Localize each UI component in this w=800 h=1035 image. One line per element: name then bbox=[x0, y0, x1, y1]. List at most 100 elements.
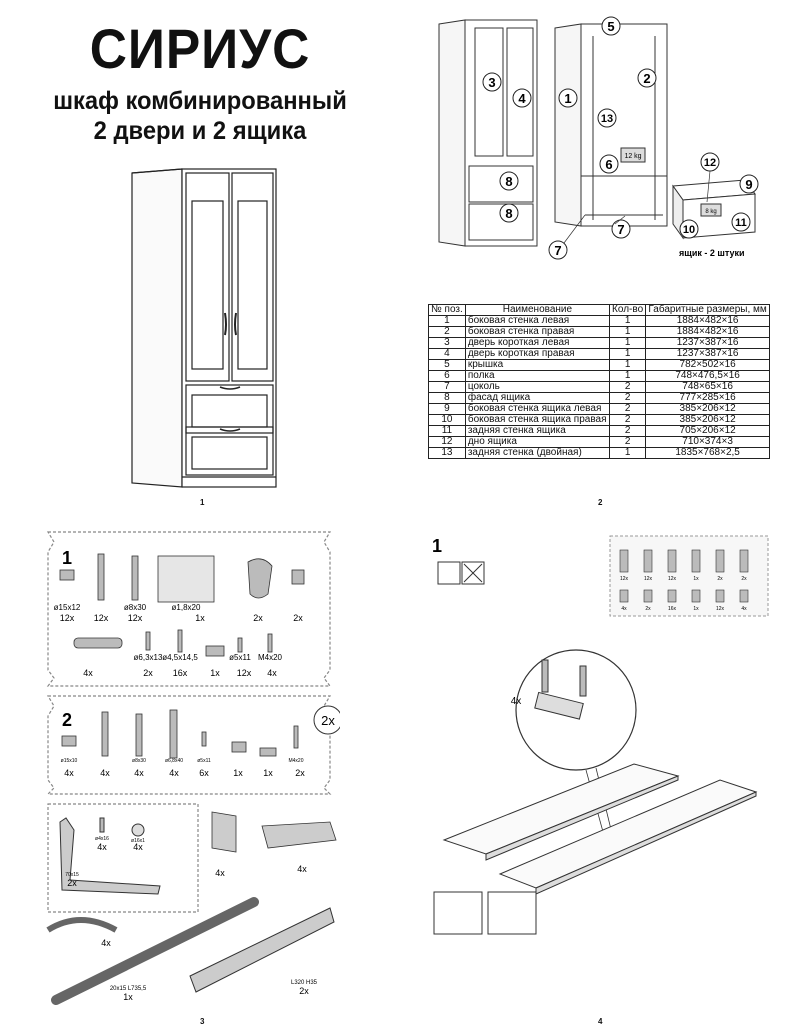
detail-panel-edge bbox=[433, 891, 483, 935]
mini-qty-label: 16x bbox=[668, 606, 677, 612]
svg-text:4x: 4x bbox=[64, 768, 74, 778]
callout-6: 6 bbox=[599, 154, 619, 174]
svg-text:4x: 4x bbox=[97, 842, 107, 852]
cell-name: боковая стенка левая bbox=[464, 315, 611, 327]
svg-text:2x: 2x bbox=[253, 613, 263, 623]
cell-position: 7 bbox=[428, 381, 466, 393]
svg-text:ø1,8х20: ø1,8х20 bbox=[172, 603, 201, 612]
svg-text:2x: 2x bbox=[143, 668, 153, 678]
callout-8-top: 8 bbox=[499, 171, 519, 191]
cell-qty: 2 bbox=[608, 414, 647, 426]
page-number: 3 bbox=[200, 1017, 205, 1026]
screw-icon bbox=[541, 659, 549, 693]
page-number: 1 bbox=[200, 498, 205, 507]
cell-dimensions: 777×285×16 bbox=[645, 392, 770, 404]
svg-text:L320 H35: L320 H35 bbox=[291, 980, 318, 986]
cell-qty: 1 bbox=[608, 315, 647, 327]
shelf-support-icon bbox=[247, 558, 273, 599]
cell-name: боковая стенка ящика правая bbox=[464, 414, 611, 426]
svg-text:16x: 16x bbox=[173, 668, 188, 678]
dowel-icon bbox=[131, 555, 139, 601]
callout-4: 4 bbox=[512, 88, 532, 108]
col-header-dimensions: Габаритные размеры, мм bbox=[645, 304, 770, 316]
drawer-caption: ящик - 2 штуки bbox=[679, 248, 745, 258]
svg-text:1x: 1x bbox=[233, 768, 243, 778]
cell-name: крышка bbox=[464, 359, 611, 371]
svg-text:4x: 4x bbox=[297, 864, 307, 874]
cell-name: полка bbox=[464, 370, 611, 382]
svg-text:11: 11 bbox=[735, 217, 747, 229]
cell-qty: 2 bbox=[608, 381, 647, 393]
svg-text:13: 13 bbox=[601, 113, 613, 125]
cell-name: боковая стенка правая bbox=[464, 326, 611, 338]
mini-qty-label: 12x bbox=[620, 576, 629, 582]
svg-text:1x: 1x bbox=[263, 768, 273, 778]
cell-name: дверь короткая левая bbox=[464, 337, 611, 349]
svg-text:ø4,5х14,5: ø4,5х14,5 bbox=[162, 653, 198, 662]
cell-position: 6 bbox=[428, 370, 466, 382]
svg-text:3: 3 bbox=[488, 75, 495, 90]
cell-dimensions: 1884×482×16 bbox=[645, 326, 770, 338]
cell-qty: 2 bbox=[608, 392, 647, 404]
svg-text:8: 8 bbox=[505, 174, 512, 189]
cell-qty: 1 bbox=[608, 370, 647, 382]
callout-5: 5 bbox=[601, 16, 621, 36]
page-number: 2 bbox=[598, 498, 603, 507]
drawer-rail-icon bbox=[189, 907, 335, 993]
svg-text:2x: 2x bbox=[293, 613, 303, 623]
mini-hardware-icon bbox=[643, 589, 653, 603]
svg-text:1x: 1x bbox=[195, 613, 205, 623]
svg-text:ø16х1: ø16х1 bbox=[131, 838, 145, 844]
svg-text:12x: 12x bbox=[237, 668, 252, 678]
mini-hardware-icon bbox=[691, 589, 701, 603]
svg-text:ø15х10: ø15х10 bbox=[61, 758, 78, 764]
svg-text:7: 7 bbox=[617, 222, 624, 237]
svg-text:ø8х30: ø8х30 bbox=[132, 758, 146, 764]
svg-text:4x: 4x bbox=[101, 938, 111, 948]
cell-qty: 1 bbox=[608, 348, 647, 360]
svg-text:9: 9 bbox=[745, 177, 752, 192]
screw-icon bbox=[237, 637, 243, 653]
svg-text:10: 10 bbox=[683, 224, 695, 236]
cell-name: дверь короткая правая bbox=[464, 348, 611, 360]
cell-dimensions: 1884×482×16 bbox=[645, 315, 770, 327]
svg-text:70х15: 70х15 bbox=[65, 872, 79, 878]
bag-2-multiplier-badge bbox=[313, 705, 340, 735]
col-header-position: № поз. bbox=[428, 304, 466, 316]
cell-qty: 2 bbox=[608, 436, 647, 448]
cell-position: 12 bbox=[428, 436, 466, 448]
cell-dimensions: 1237×387×16 bbox=[645, 348, 770, 360]
svg-text:4x: 4x bbox=[83, 668, 93, 678]
mini-hardware-icon bbox=[643, 549, 653, 573]
bag-2-number: 2 bbox=[62, 710, 72, 730]
cell-position: 10 bbox=[428, 414, 466, 426]
cell-position: 5 bbox=[428, 359, 466, 371]
cell-qty: 2 bbox=[608, 403, 647, 415]
bolt-icon bbox=[267, 633, 273, 653]
col-header-qty: Кол-во bbox=[608, 304, 647, 316]
callout-2: 2 bbox=[637, 68, 657, 88]
step-1-number: 1 bbox=[432, 536, 442, 556]
mini-qty-label: 4x bbox=[741, 606, 747, 612]
svg-text:4x: 4x bbox=[511, 696, 522, 707]
svg-text:4x: 4x bbox=[100, 768, 110, 778]
cell-position: 4 bbox=[428, 348, 466, 360]
plate-icon bbox=[259, 747, 277, 757]
cell-position: 9 bbox=[428, 403, 466, 415]
callout-11: 11 bbox=[731, 212, 751, 232]
svg-text:12x: 12x bbox=[60, 613, 75, 623]
cell-position: 8 bbox=[428, 392, 466, 404]
svg-text:ø15х12: ø15х12 bbox=[54, 603, 81, 612]
shelf-weight-label: 12 kg bbox=[624, 153, 641, 160]
svg-text:4x: 4x bbox=[169, 768, 179, 778]
mini-hardware-icon bbox=[667, 549, 677, 573]
svg-text:1: 1 bbox=[564, 91, 571, 106]
cell-dimensions: 710×374×3 bbox=[645, 436, 770, 448]
callout-10: 10 bbox=[679, 219, 699, 239]
